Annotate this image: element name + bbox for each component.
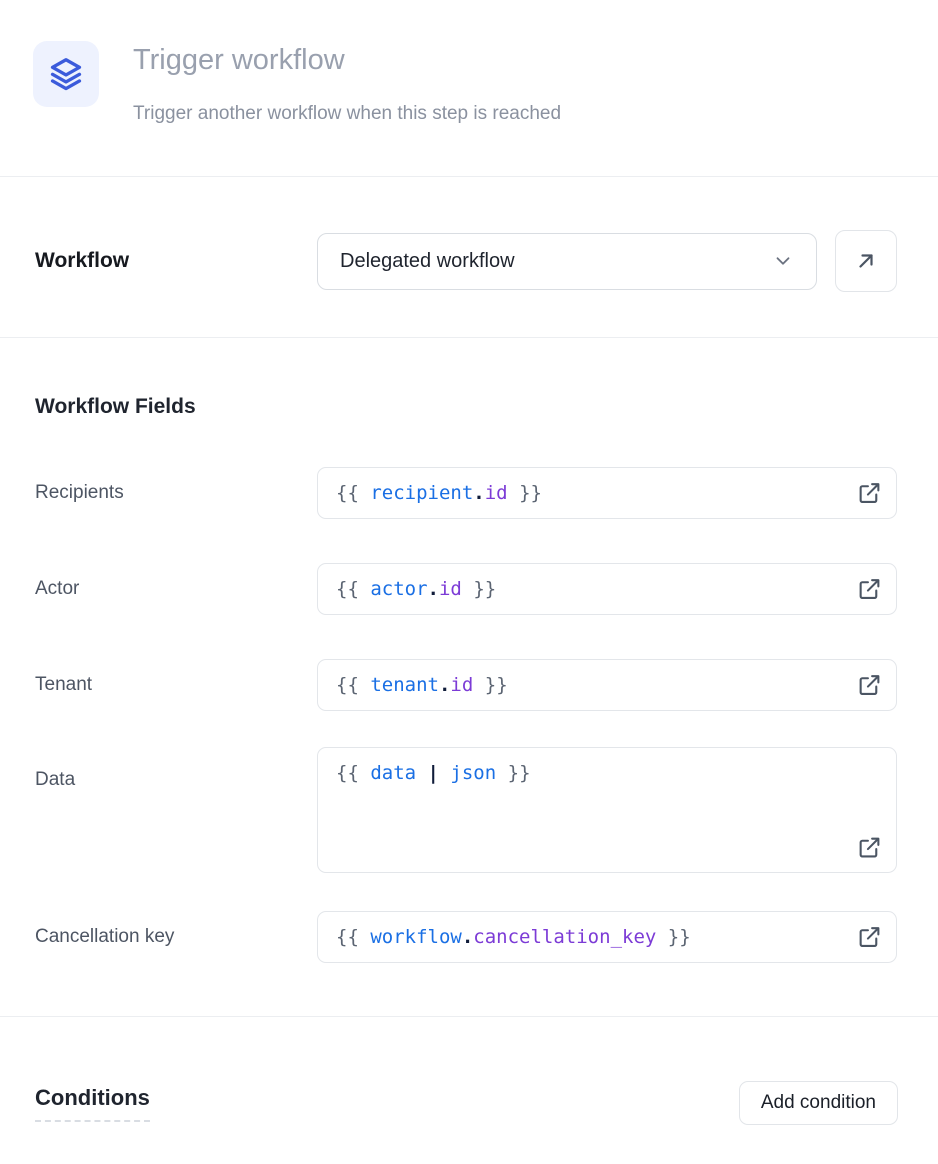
workflow-label: Workflow	[35, 249, 130, 272]
field-code-value: {{ data | json }}	[336, 762, 531, 784]
field-label: Cancellation key	[35, 926, 175, 947]
field-label: Tenant	[35, 674, 93, 695]
field-code-input[interactable]: {{ tenant.id }}	[317, 659, 897, 711]
field-label: Data	[35, 769, 76, 790]
field-label: Recipients	[35, 482, 124, 503]
conditions-section: Conditions Add condition	[0, 1017, 938, 1125]
conditions-heading: Conditions	[35, 1085, 150, 1122]
field-code-input[interactable]: {{ data | json }}	[317, 747, 897, 873]
external-link-icon[interactable]	[857, 925, 882, 950]
add-condition-button[interactable]: Add condition	[738, 1081, 898, 1125]
workflow-fields-heading: Workflow Fields	[35, 395, 196, 418]
field-code-input[interactable]: {{ workflow.cancellation_key }}	[317, 911, 897, 963]
workflow-fields-list: Recipients {{ recipient.id }} Actor {{ a…	[35, 467, 897, 963]
field-row-tenant: Tenant {{ tenant.id }}	[35, 659, 897, 711]
workflow-select-value: Delegated workflow	[340, 249, 515, 272]
layers-icon	[47, 55, 85, 93]
field-code-value: {{ workflow.cancellation_key }}	[336, 926, 691, 948]
open-workflow-button[interactable]	[835, 230, 897, 292]
external-link-icon[interactable]	[857, 577, 882, 602]
field-code-input[interactable]: {{ actor.id }}	[317, 563, 897, 615]
field-label: Actor	[35, 578, 80, 599]
page-title: Trigger workflow	[133, 44, 345, 76]
chevron-down-icon	[776, 257, 790, 265]
workflow-selector-row: Workflow Delegated workflow	[0, 177, 938, 338]
step-header-text: Trigger workflow Trigger another workflo…	[133, 41, 561, 126]
step-header: Trigger workflow Trigger another workflo…	[0, 0, 938, 177]
field-row-cancellation-key: Cancellation key {{ workflow.cancellatio…	[35, 911, 897, 963]
field-code-input[interactable]: {{ recipient.id }}	[317, 467, 897, 519]
field-code-value: {{ tenant.id }}	[336, 674, 508, 696]
field-row-data: Data {{ data | json }}	[35, 747, 897, 873]
step-icon-badge	[33, 41, 99, 107]
field-code-value: {{ actor.id }}	[336, 578, 497, 600]
field-code-value: {{ recipient.id }}	[336, 482, 542, 504]
field-row-recipients: Recipients {{ recipient.id }}	[35, 467, 897, 519]
page-subtitle: Trigger another workflow when this step …	[133, 103, 562, 124]
field-row-actor: Actor {{ actor.id }}	[35, 563, 897, 615]
external-link-icon[interactable]	[857, 835, 882, 860]
workflow-fields-section: Workflow Fields Recipients {{ recipient.…	[0, 338, 938, 1017]
arrow-up-right-icon	[859, 254, 873, 268]
workflow-select[interactable]: Delegated workflow	[317, 232, 817, 290]
external-link-icon[interactable]	[857, 481, 882, 506]
external-link-icon[interactable]	[857, 673, 882, 698]
